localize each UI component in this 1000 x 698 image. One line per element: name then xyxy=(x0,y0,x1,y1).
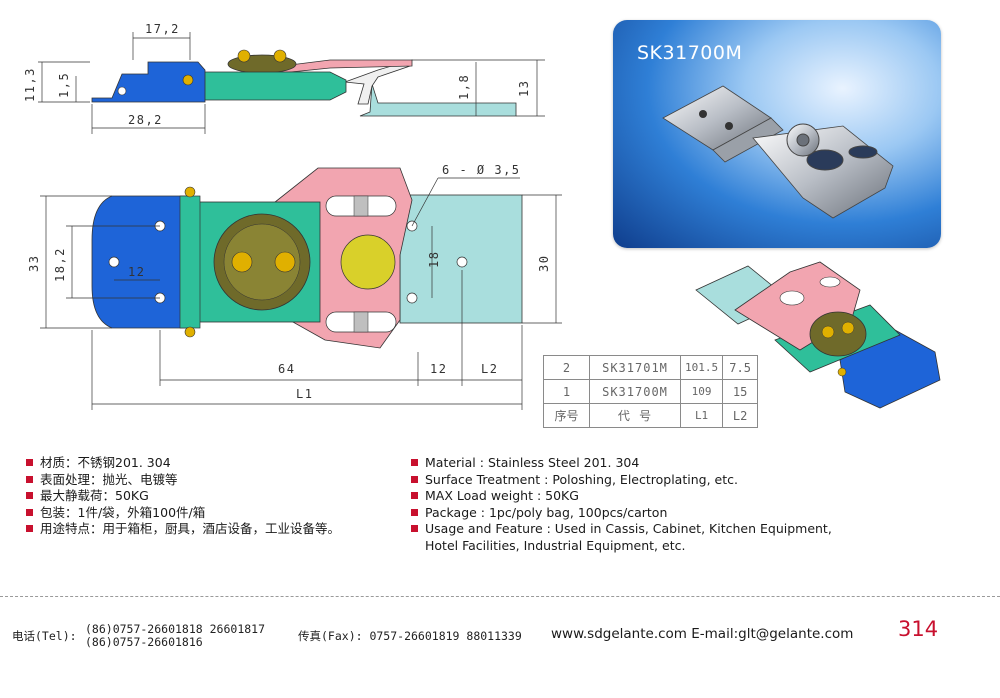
dim-hole-spacing: 18 xyxy=(427,251,441,268)
dim-side-length: 28,2 xyxy=(128,113,163,127)
list-item: 包装：1件/袋，外箱100件/箱 xyxy=(26,505,396,522)
bullet-square-icon xyxy=(411,475,418,483)
table-cell-l2: 15 xyxy=(722,379,759,404)
table-cell-index: 2 xyxy=(543,355,590,380)
table-cell-code: SK31700M xyxy=(589,379,681,404)
spec-text: 表面处理：抛光、电镀等 xyxy=(40,471,178,487)
side-view: 17,2 28,2 11,3 1,5 1,8 13 xyxy=(23,22,545,134)
list-item: 用途特点：用于箱柜，厨具，酒店设备，工业设备等。 xyxy=(26,521,396,538)
bullet-square-icon xyxy=(26,492,33,500)
footer-fax: 传真(Fax): 0757-26601819 88011339 xyxy=(298,629,522,643)
spec-table: 2 SK31701M 101.5 7.5 1 SK31700M 109 15 序… xyxy=(543,355,759,428)
dim-length-l1: L1 xyxy=(296,387,313,401)
dim-length-main: 64 xyxy=(278,362,295,376)
bullet-square-icon xyxy=(411,492,418,500)
dim-plate-height: 13 xyxy=(517,80,531,97)
spec-text: Package : 1pc/poly bag, 100pcs/carton xyxy=(425,504,668,520)
list-item: Usage and Feature : Used in Cassis, Cabi… xyxy=(411,521,871,538)
product-photo-card: SK31700M xyxy=(613,20,941,248)
dim-plate-thickness: 1,8 xyxy=(457,74,471,100)
footer-website-email[interactable]: www.sdgelante.com E-mail:glt@gelante.com xyxy=(551,626,854,642)
spec-text: Surface Treatment : Poloshing, Electropl… xyxy=(425,471,738,487)
dim-length-l2: L2 xyxy=(481,362,498,376)
table-cell-code: SK31701M xyxy=(589,355,681,380)
list-item: Material : Stainless Steel 201. 304 xyxy=(411,455,871,472)
footer-divider xyxy=(0,596,1000,597)
dim-side-height-inner: 1,5 xyxy=(57,72,71,98)
footer-tel-line1: (86)0757-26601818 26601817 xyxy=(85,622,266,636)
table-header-index: 序号 xyxy=(543,403,590,428)
top-view: 6 - Ø 3,5 33 18,2 12 18 30 64 12 L2 L1 xyxy=(27,163,562,410)
spec-text: 用途特点：用于箱柜，厨具，酒店设备，工业设备等。 xyxy=(40,521,341,537)
spec-text: 包装：1件/袋，外箱100件/箱 xyxy=(40,504,206,520)
table-cell-l1: 101.5 xyxy=(679,355,724,380)
list-item: 表面处理：抛光、电镀等 xyxy=(26,472,396,489)
bullet-square-icon xyxy=(411,525,418,533)
spec-text: 材质：不锈钢201. 304 xyxy=(40,455,171,470)
bullet-square-icon xyxy=(26,525,33,533)
product-photo xyxy=(662,85,894,219)
dim-right-height: 30 xyxy=(537,255,551,272)
dim-side-height-total: 11,3 xyxy=(23,67,37,102)
spec-text: Hotel Facilities, Industrial Equipment, … xyxy=(425,537,686,553)
dim-hole-offset: 12 xyxy=(128,265,145,279)
footer-tel-line2: (86)0757-26601816 xyxy=(85,635,203,649)
table-header-code: 代 号 xyxy=(589,403,681,428)
table-header-l2: L2 xyxy=(722,403,759,428)
table-cell-l2: 7.5 xyxy=(722,355,759,380)
bullet-square-icon xyxy=(411,459,418,466)
footer-tel-label: 电话(Tel): xyxy=(12,629,77,643)
table-header-l1: L1 xyxy=(679,403,724,428)
spec-text: Material : Stainless Steel 201. 304 xyxy=(425,455,640,470)
bullet-square-icon xyxy=(411,508,418,516)
dim-holes: 6 - Ø 3,5 xyxy=(442,163,521,177)
list-item: Package : 1pc/poly bag, 100pcs/carton xyxy=(411,505,871,522)
list-item-continuation: Hotel Facilities, Industrial Equipment, … xyxy=(411,538,871,555)
list-item: MAX Load weight : 50KG xyxy=(411,488,871,505)
iso-view xyxy=(695,261,941,409)
bullet-square-icon xyxy=(26,475,33,483)
spec-text: MAX Load weight : 50KG xyxy=(425,488,579,504)
list-item: 最大静载荷：50KG xyxy=(26,488,396,505)
dim-height-outer: 33 xyxy=(27,255,41,272)
table-cell-index: 1 xyxy=(543,379,590,404)
bullet-square-icon xyxy=(26,508,33,516)
table-row: 2 SK31701M 101.5 7.5 xyxy=(543,355,759,380)
technical-drawing: 17,2 28,2 11,3 1,5 1,8 13 xyxy=(23,22,941,410)
table-header-row: 序号 代 号 L1 L2 xyxy=(543,403,759,428)
table-cell-l1: 109 xyxy=(679,379,724,404)
dim-side-width: 17,2 xyxy=(145,22,180,36)
product-model-title: SK31700M xyxy=(637,42,743,64)
spec-list-chinese: 材质：不锈钢201. 304 表面处理：抛光、电镀等 最大静载荷：50KG 包装… xyxy=(26,455,396,538)
table-row: 1 SK31700M 109 15 xyxy=(543,379,759,404)
dim-length-gap: 12 xyxy=(430,362,447,376)
spec-list-english: Material : Stainless Steel 201. 304 Surf… xyxy=(411,455,871,555)
list-item: Surface Treatment : Poloshing, Electropl… xyxy=(411,472,871,489)
dim-height-inner: 18,2 xyxy=(53,247,67,282)
spec-text: 最大静载荷：50KG xyxy=(40,488,149,504)
list-item: 材质：不锈钢201. 304 xyxy=(26,455,396,472)
bullet-square-icon xyxy=(26,459,33,466)
page-number: 314 xyxy=(898,617,939,641)
spec-text: Usage and Feature : Used in Cassis, Cabi… xyxy=(425,521,832,537)
